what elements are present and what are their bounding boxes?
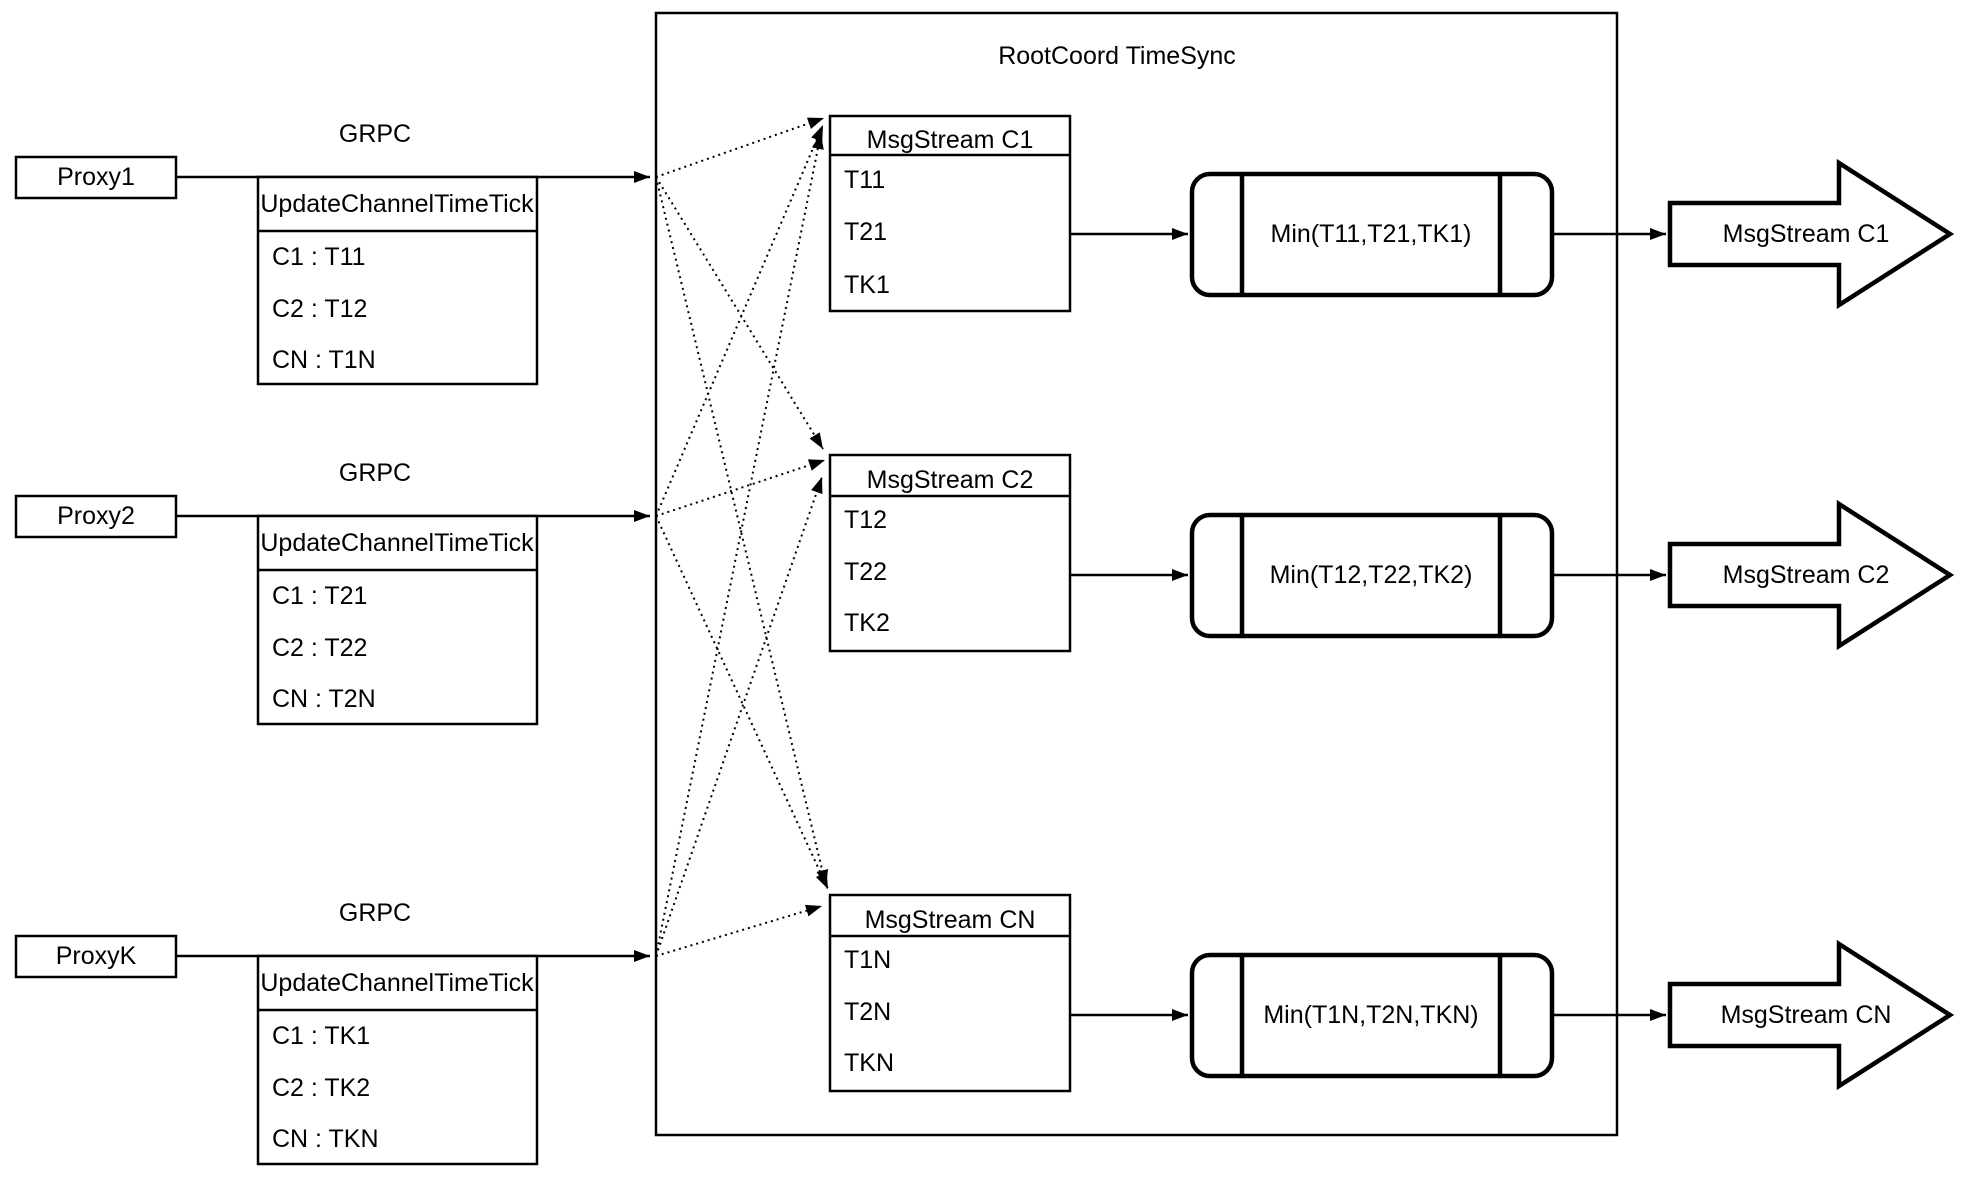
- min-cn-label: Min(T1N,T2N,TKN): [1263, 1001, 1478, 1029]
- proxy2-timetick-row: C1 : T21: [272, 582, 367, 610]
- flow-proxy2-to-stream-cn: [655, 515, 829, 890]
- rootcoord-timesync-title: RootCoord TimeSync: [998, 42, 1236, 70]
- stream-c2-row: T22: [844, 558, 887, 586]
- proxy1-timetick-title: UpdateChannelTimeTick: [260, 190, 534, 218]
- stream-cn-row: T2N: [844, 998, 891, 1026]
- output-msgstream-cn-label: MsgStream CN: [1721, 1001, 1892, 1029]
- proxyk-timetick-table: [256, 954, 539, 1166]
- proxyk-grpc-label: GRPC: [339, 899, 411, 927]
- proxyk-box: [14, 934, 178, 979]
- proxy1-box: [14, 155, 178, 200]
- stream-cn-row: TKN: [844, 1049, 894, 1077]
- proxy2-box: [14, 494, 178, 539]
- stream-c2-row: T12: [844, 506, 887, 534]
- stream-cn-row: T1N: [844, 946, 891, 974]
- stream-c1-title: MsgStream C1: [867, 126, 1034, 154]
- proxy2-label: Proxy2: [57, 502, 135, 530]
- proxy1-label: Proxy1: [57, 163, 135, 191]
- proxyk-label: ProxyK: [56, 942, 137, 970]
- stream-c1-row: T21: [844, 218, 887, 246]
- proxy1-timetick-row: C1 : T11: [272, 243, 366, 271]
- stream-cn-table: [828, 893, 1072, 1093]
- stream-c1-table: [828, 114, 1072, 313]
- stream-c1-row: TK1: [844, 271, 890, 299]
- output-msgstream-c1-arrow: [1667, 158, 1955, 310]
- proxy1-timetick-table: [256, 175, 539, 386]
- proxyk-timetick-row: CN : TKN: [272, 1125, 379, 1153]
- output-msgstream-cn-arrow: [1667, 939, 1955, 1091]
- proxy1-timetick-row: C2 : T12: [272, 295, 367, 323]
- proxy2-timetick-row: CN : T2N: [272, 685, 376, 713]
- flow-proxy1-to-stream-c2: [655, 176, 824, 450]
- output-msgstream-c2-label: MsgStream C2: [1723, 561, 1890, 589]
- proxyk-timetick-title: UpdateChannelTimeTick: [260, 969, 534, 997]
- min-c1-label: Min(T11,T21,TK1): [1271, 220, 1472, 248]
- flow-proxy2-to-stream-c1: [655, 124, 824, 517]
- proxy1-timetick-row: CN : T1N: [272, 346, 376, 374]
- min-c2-label: Min(T12,T22,TK2): [1270, 561, 1473, 589]
- proxyk-timetick-row: C1 : TK1: [272, 1022, 370, 1050]
- proxy2-timetick-table: [256, 514, 539, 726]
- proxy2-timetick-row: C2 : T22: [272, 634, 367, 662]
- stream-cn-title: MsgStream CN: [865, 906, 1036, 934]
- output-msgstream-c1-label: MsgStream C1: [1723, 220, 1890, 248]
- flow-proxyk-to-stream-c1: [655, 132, 824, 957]
- stream-c2-table: [828, 453, 1072, 653]
- stream-c2-title: MsgStream C2: [867, 466, 1034, 494]
- proxy2-grpc-label: GRPC: [339, 459, 411, 487]
- stream-c2-row: TK2: [844, 609, 890, 637]
- stream-c1-row: T11: [844, 166, 885, 194]
- proxy1-grpc-label: GRPC: [339, 120, 411, 148]
- output-msgstream-c2-arrow: [1667, 499, 1955, 651]
- proxy2-timetick-title: UpdateChannelTimeTick: [260, 529, 534, 557]
- proxyk-timetick-row: C2 : TK2: [272, 1074, 370, 1102]
- flow-proxyk-to-stream-cn: [655, 904, 823, 957]
- flow-proxyk-to-stream-c2: [655, 476, 823, 957]
- flow-proxy1-to-stream-cn: [655, 176, 829, 887]
